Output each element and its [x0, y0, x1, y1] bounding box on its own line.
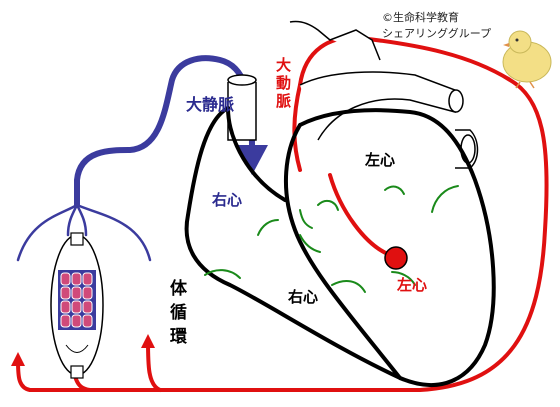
aortic-branches	[289, 20, 381, 61]
aorta-label-3: 脈	[276, 92, 291, 110]
vena-cava-path	[16, 55, 255, 262]
chick-feet	[515, 81, 535, 89]
aortic-outflow-line	[328, 173, 392, 257]
heart-outline	[184, 106, 496, 388]
heart-valves	[204, 185, 459, 293]
capsule-top-tab	[70, 232, 84, 246]
vena-cava-arrowhead	[236, 145, 268, 175]
cell	[60, 314, 71, 328]
arrowhead-right	[141, 334, 155, 348]
aorta-label-2: 動	[276, 74, 291, 92]
cell	[71, 314, 82, 328]
atrial-septum	[226, 106, 287, 202]
pulmonary-trunk	[299, 71, 456, 141]
valve-tricuspid	[204, 269, 241, 279]
systemic-label-2: 循	[170, 302, 187, 323]
left-ventricle-origin	[384, 246, 408, 270]
aortic-outflow	[328, 173, 392, 257]
cell	[60, 300, 71, 314]
vena-cava-label: 大静脈	[186, 95, 234, 114]
cell	[82, 300, 93, 314]
valve-right-atrium	[257, 219, 279, 236]
chick-beak	[503, 43, 509, 47]
organ-capsule	[50, 232, 104, 379]
svc-opening	[227, 74, 257, 86]
cell-grid	[60, 272, 93, 328]
chick-head	[508, 30, 532, 54]
capsule-inner-arc	[65, 344, 89, 353]
right-atrium-label: 右心	[212, 191, 242, 209]
valve-mitral-a	[299, 234, 321, 253]
left-ventricle-label: 左心	[396, 276, 427, 294]
valve-mitral-b	[331, 279, 366, 293]
credit-line-1: ©生命科学教育	[382, 10, 459, 24]
cell	[82, 272, 93, 286]
pulmonary-artery-opening	[448, 89, 464, 113]
aorta-label-1: 大	[276, 56, 291, 74]
interventricular-septum	[284, 123, 402, 380]
arrowhead-left	[11, 352, 25, 366]
cell	[60, 286, 71, 300]
valve-left-lower	[391, 271, 416, 286]
valve-mid	[299, 209, 313, 229]
cell	[71, 286, 82, 300]
credit-line-2: シェアリンググループ	[382, 26, 491, 40]
vein-branch-right	[75, 203, 152, 262]
vein-branch-left	[16, 203, 79, 262]
cell	[60, 272, 71, 286]
systemic-label-1: 体	[170, 278, 188, 299]
cell	[71, 300, 82, 314]
capsule-bottom-tab	[70, 365, 84, 379]
systemic-label-3: 環	[170, 327, 188, 347]
left-atrium-label: 左心	[364, 151, 395, 169]
chick-eye	[515, 38, 519, 42]
right-ventricle-label: 右心	[288, 288, 318, 306]
great-vessels	[227, 20, 479, 169]
chick-mascot-icon	[502, 30, 552, 89]
cell	[82, 314, 93, 328]
cell	[71, 272, 82, 286]
vein-branch-mid-left	[66, 203, 79, 237]
valve-pulmonary	[317, 199, 339, 211]
vein-branch-mid-right	[75, 203, 88, 237]
valve-aortic	[384, 185, 405, 195]
valve-left	[431, 185, 459, 213]
cell	[82, 286, 93, 300]
vena-cava-main	[74, 55, 255, 208]
heart-body	[184, 106, 496, 388]
